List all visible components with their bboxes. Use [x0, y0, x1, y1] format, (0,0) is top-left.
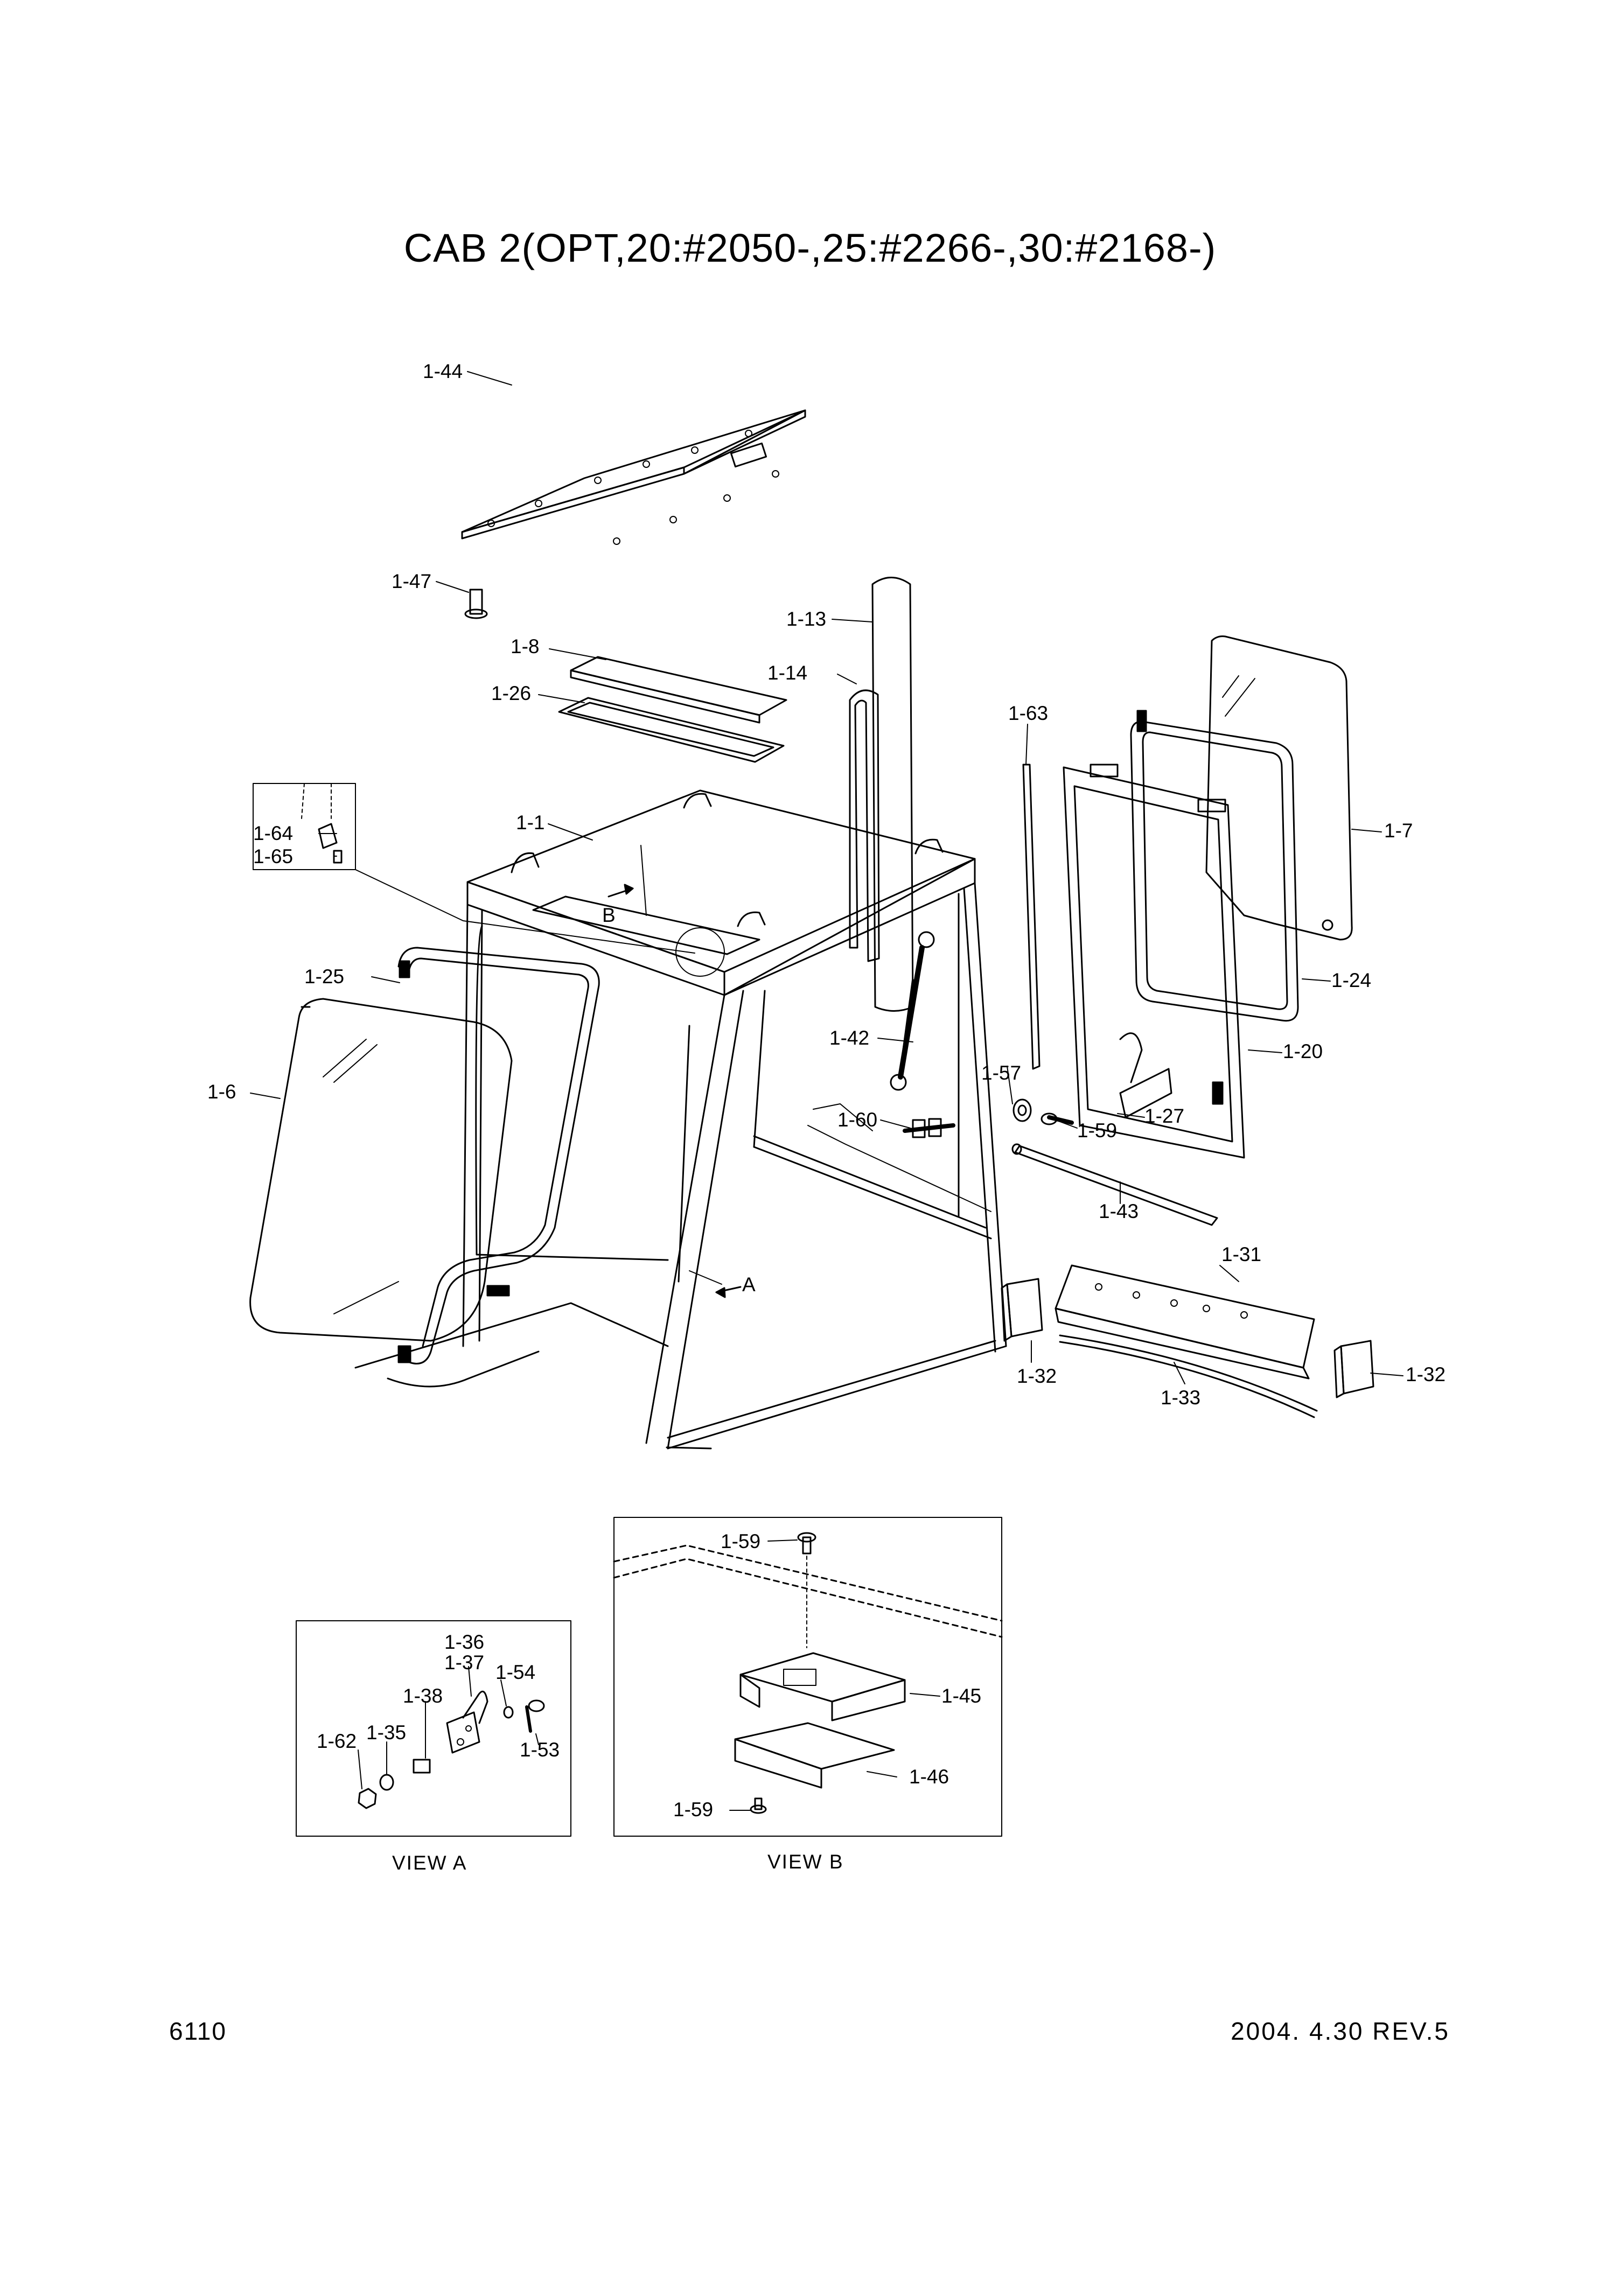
- top-screw: [797, 1532, 816, 1555]
- roof-bolt: [464, 589, 488, 619]
- callout-1-53: 1-53: [520, 1739, 560, 1761]
- callout-1-62: 1-62: [317, 1730, 357, 1752]
- callout-labels: 1-44 1-47 1-8 1-26 1-13 1-14 1-63 1-7 1-…: [207, 360, 1446, 1874]
- gas-strut: [890, 931, 935, 1091]
- view-arrows: [608, 884, 742, 1298]
- grab-bar: [1011, 1143, 1218, 1226]
- detail-box-pins: [253, 783, 695, 954]
- callout-1-59-top: 1-59: [721, 1530, 760, 1552]
- view-b-box: [613, 1517, 1003, 1837]
- hex-nut: [358, 1788, 377, 1809]
- roof-cover-plate: [461, 409, 806, 545]
- rubber-stopper: [1012, 1098, 1032, 1122]
- view-a-caption: VIEW A: [392, 1852, 467, 1874]
- callout-1-24: 1-24: [1331, 969, 1371, 991]
- callout-1-43: 1-43: [1099, 1200, 1139, 1222]
- cab-frame: [354, 789, 1007, 1450]
- right-door-frame: [1063, 764, 1245, 1159]
- callout-1-46: 1-46: [909, 1766, 949, 1788]
- callout-1-57: 1-57: [981, 1062, 1021, 1084]
- roof-seal: [558, 697, 785, 763]
- callout-1-45: 1-45: [941, 1685, 981, 1707]
- callout-1-20: 1-20: [1283, 1040, 1323, 1062]
- washer: [379, 1774, 394, 1791]
- callout-1-32-right: 1-32: [1406, 1363, 1446, 1385]
- bushing: [413, 1759, 431, 1774]
- callout-1-59-main: 1-59: [1077, 1119, 1117, 1142]
- callout-1-13: 1-13: [786, 608, 826, 630]
- callout-1-54: 1-54: [495, 1661, 535, 1683]
- callout-1-47: 1-47: [392, 570, 431, 592]
- callout-ref-a: A: [742, 1273, 756, 1296]
- callout-1-42: 1-42: [829, 1027, 869, 1049]
- view-b-caption: VIEW B: [767, 1851, 844, 1873]
- callout-1-38: 1-38: [403, 1685, 443, 1707]
- callout-1-31: 1-31: [1221, 1243, 1261, 1265]
- callout-1-59-bottom: 1-59: [673, 1798, 713, 1821]
- spring-washer: [503, 1706, 514, 1719]
- callout-1-1: 1-1: [516, 811, 544, 834]
- callout-1-44: 1-44: [423, 360, 463, 382]
- cover-end-cap-right: [1333, 1340, 1374, 1398]
- callout-1-64: 1-64: [253, 822, 293, 844]
- left-door-seal: [397, 947, 600, 1364]
- lock-lever: [446, 1690, 488, 1754]
- lock-bolt: [1041, 1112, 1074, 1125]
- callout-1-27: 1-27: [1144, 1105, 1184, 1127]
- callout-1-7: 1-7: [1384, 820, 1413, 842]
- callout-ref-b: B: [602, 904, 616, 926]
- callout-1-63: 1-63: [1008, 702, 1048, 724]
- callout-1-36: 1-36: [444, 1631, 484, 1653]
- rear-cover-plate: [1055, 1264, 1315, 1380]
- view-a-leaders: [358, 1666, 539, 1789]
- leader-lines: [250, 371, 1403, 1384]
- callout-1-65: 1-65: [253, 845, 293, 867]
- mount-bracket-upper: [739, 1652, 906, 1721]
- page-number: 6110: [169, 2017, 227, 2045]
- callout-1-8: 1-8: [511, 635, 539, 657]
- view-a-box: [296, 1620, 571, 1837]
- cover-seal-strip: [1059, 1334, 1318, 1418]
- callout-1-37: 1-37: [444, 1651, 484, 1674]
- callout-1-35: 1-35: [366, 1721, 406, 1744]
- mount-bracket-lower: [734, 1722, 895, 1789]
- view-b-leaders: [729, 1539, 940, 1811]
- callout-1-32-left: 1-32: [1017, 1365, 1057, 1387]
- callout-1-26: 1-26: [491, 682, 531, 704]
- callout-1-6: 1-6: [207, 1081, 236, 1103]
- roof-glass: [570, 656, 787, 724]
- callout-1-14: 1-14: [767, 662, 807, 684]
- callout-1-33: 1-33: [1161, 1387, 1200, 1409]
- bottom-screw: [750, 1797, 767, 1814]
- revision-date: 2004. 4.30 REV.5: [1231, 2017, 1450, 2045]
- page-title: CAB 2(OPT,20:#2050-,25:#2266-,30:#2168-): [403, 226, 1217, 270]
- callout-1-60: 1-60: [837, 1109, 877, 1131]
- cover-end-cap-left: [1001, 1278, 1043, 1342]
- screw-bolt: [525, 1699, 545, 1733]
- stud-bolt: [903, 1118, 955, 1138]
- right-door-glass: [1205, 635, 1353, 941]
- right-door-seal: [1130, 710, 1299, 1022]
- door-weatherstrip: [1022, 764, 1041, 1070]
- left-door-glass: [249, 998, 513, 1342]
- callout-1-25: 1-25: [304, 965, 344, 988]
